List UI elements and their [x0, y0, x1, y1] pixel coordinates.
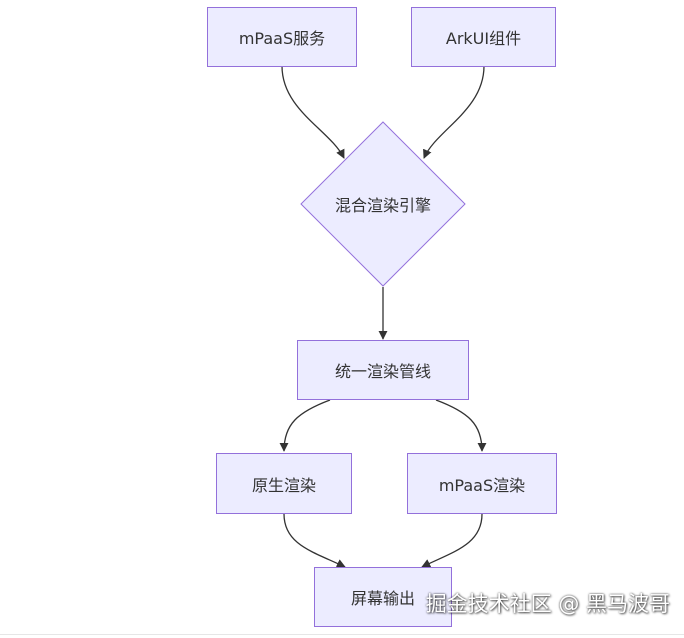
- edge-mpaasrender-to-screen: [421, 513, 483, 568]
- node-hybrid-engine: 混合渲染引擎: [313, 184, 453, 224]
- edge-native-to-screen: [283, 513, 346, 568]
- node-arkui-component-label: ArkUI组件: [445, 29, 522, 48]
- edge-mpaas-to-engine: [281, 65, 345, 159]
- node-mpaas-service: mPaaS服务: [207, 7, 357, 67]
- node-hybrid-engine-label: 混合渲染引擎: [334, 196, 431, 215]
- node-screen-output: 屏幕输出: [314, 567, 452, 627]
- edge-pipeline-to-native: [279, 399, 331, 452]
- node-mpaas-render: mPaaS渲染: [407, 453, 557, 514]
- node-screen-output-label: 屏幕输出: [350, 589, 415, 608]
- edge-pipeline-to-mpaasrender: [435, 399, 487, 452]
- node-native-render: 原生渲染: [216, 453, 352, 514]
- node-unified-pipeline-label: 统一渲染管线: [334, 362, 431, 381]
- node-mpaas-service-label: mPaaS服务: [238, 29, 326, 48]
- bottom-divider: [0, 634, 684, 635]
- node-mpaas-render-label: mPaaS渲染: [438, 475, 526, 495]
- watermark-text: 掘金技术社区 @ 黑马波哥: [425, 592, 670, 616]
- node-arkui-component: ArkUI组件: [411, 7, 556, 67]
- node-native-render-label: 原生渲染: [251, 475, 316, 495]
- edge-arkui-to-engine: [423, 65, 485, 159]
- node-unified-pipeline: 统一渲染管线: [297, 340, 469, 400]
- decision-diamond: [300, 121, 466, 287]
